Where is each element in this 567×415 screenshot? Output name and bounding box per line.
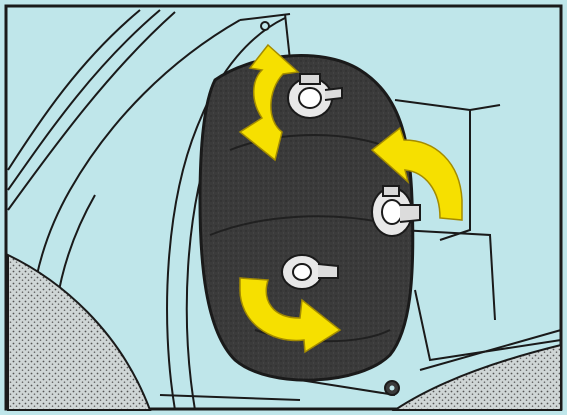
bolt-bottom-icon <box>385 381 399 395</box>
screw-top-icon <box>261 22 269 30</box>
